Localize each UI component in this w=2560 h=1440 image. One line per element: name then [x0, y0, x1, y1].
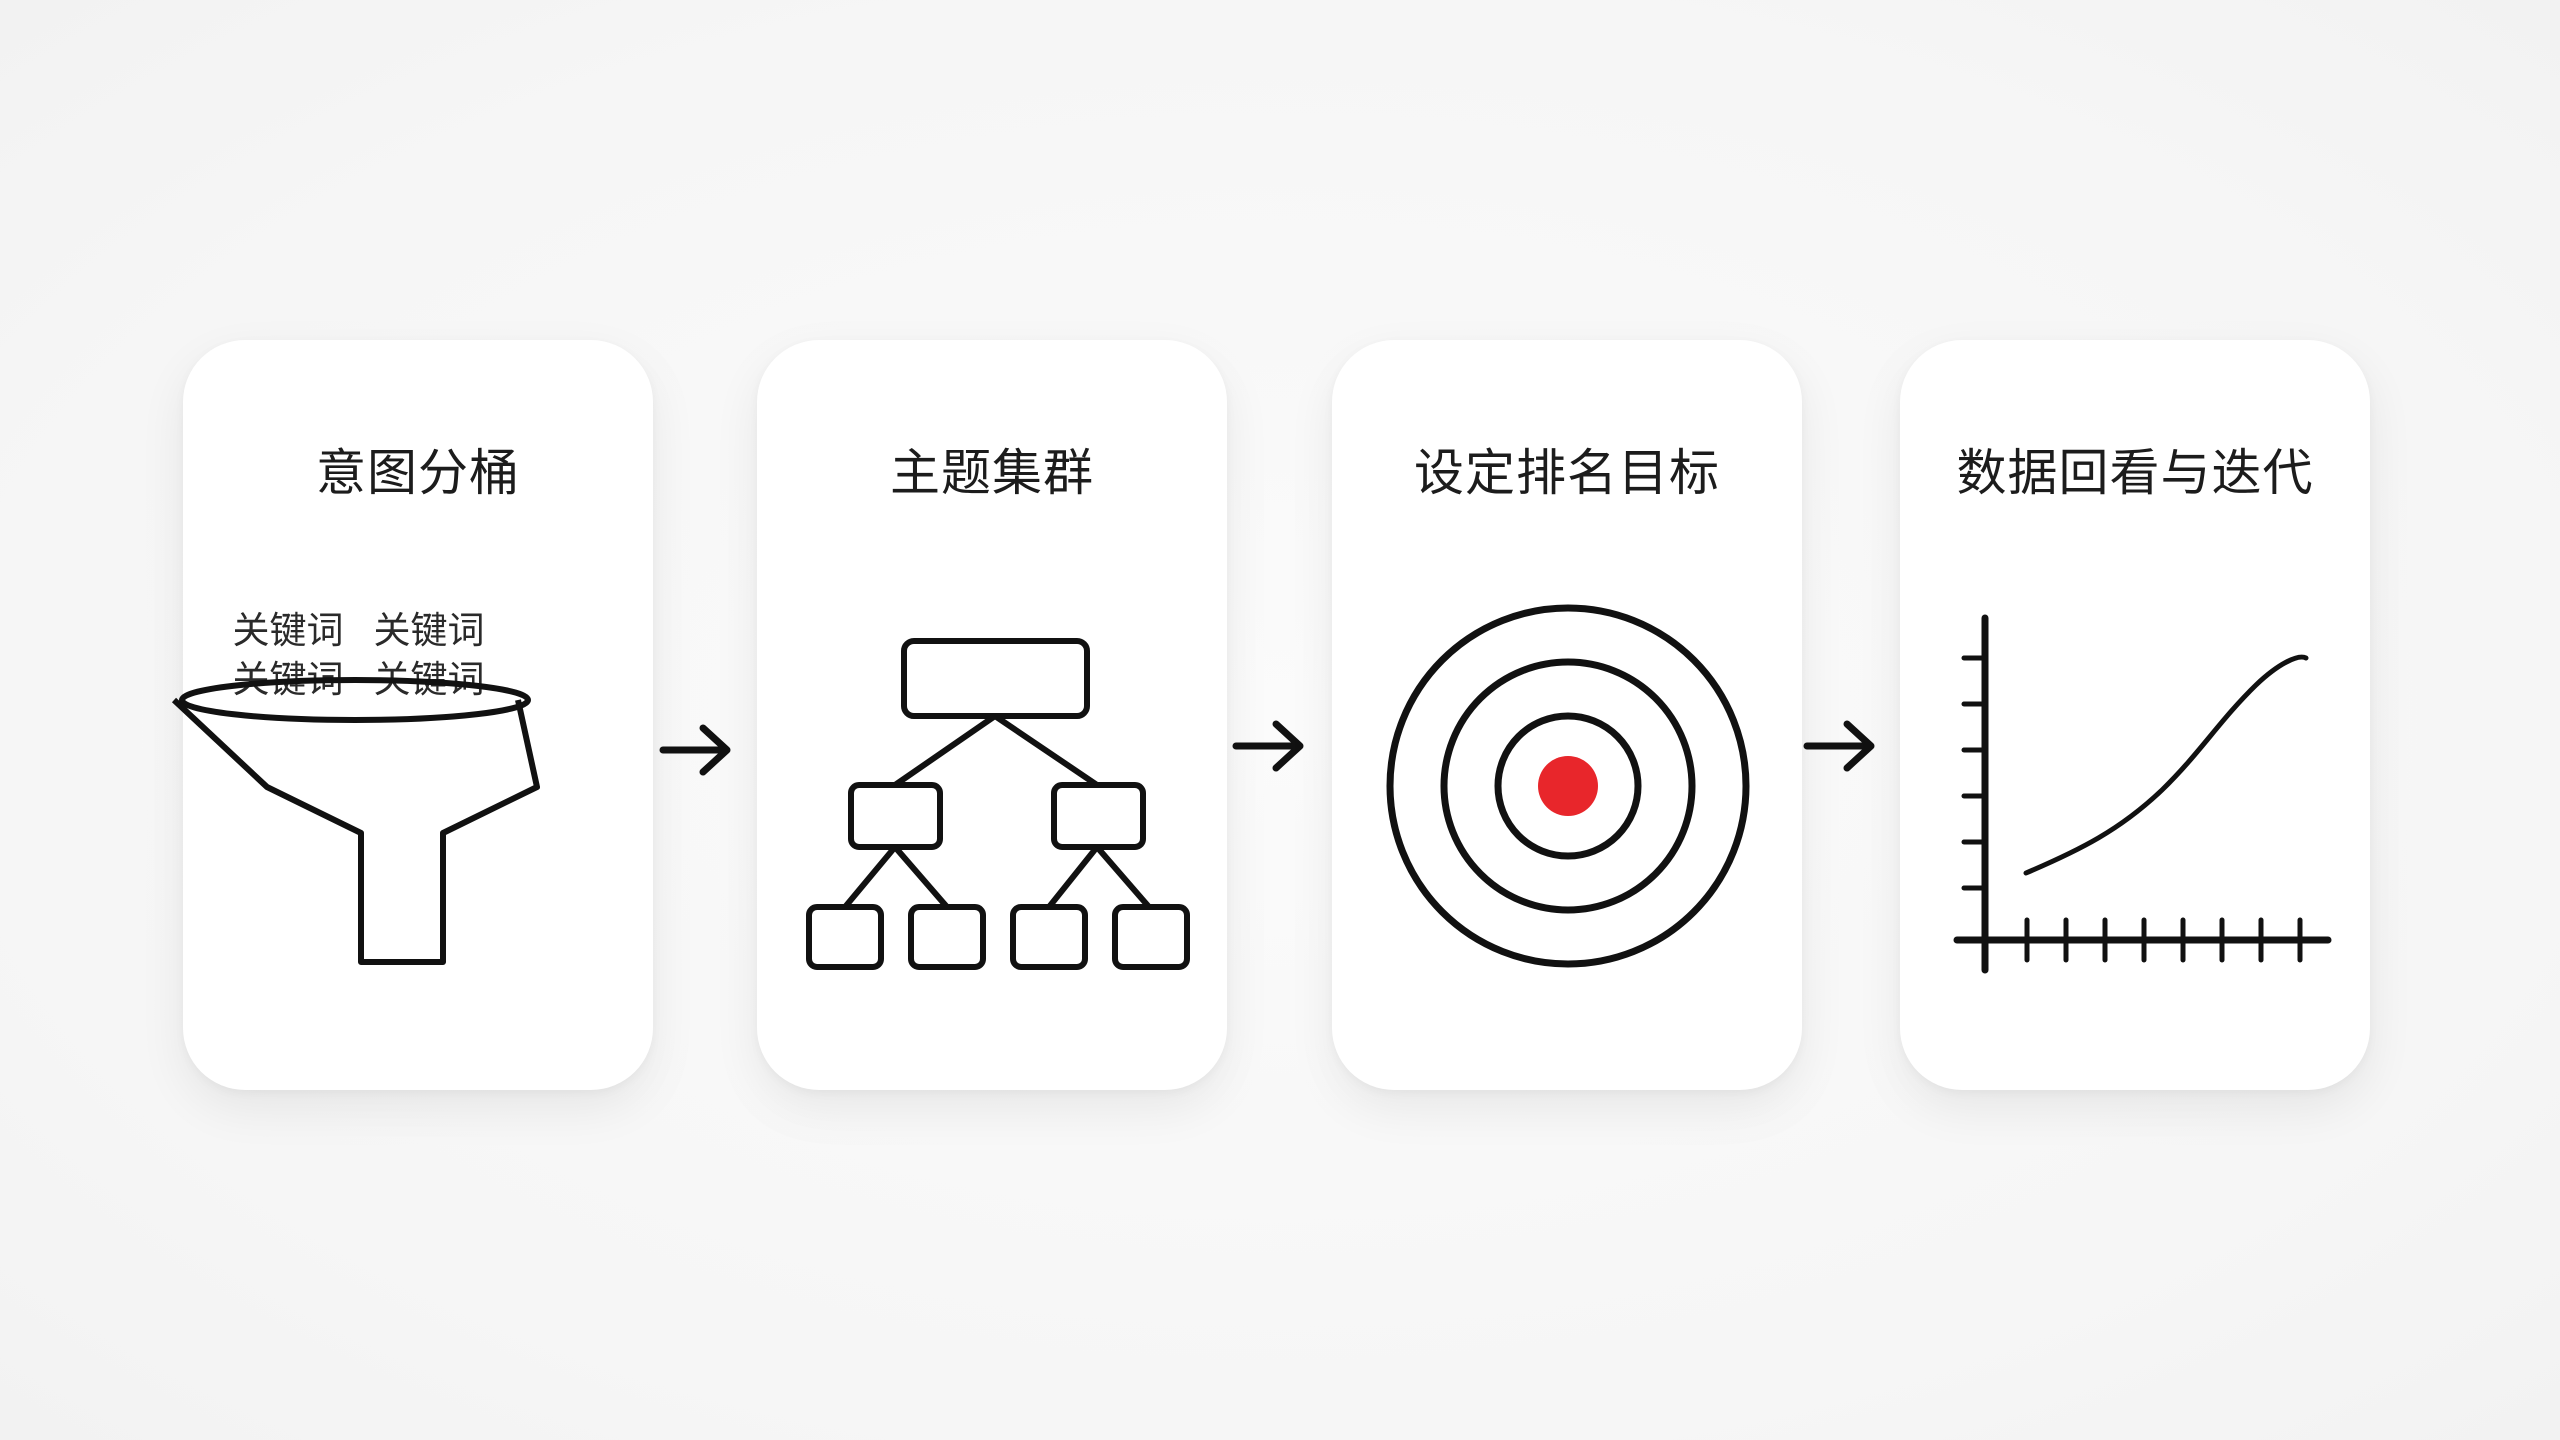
tree-leaf-node: [1010, 904, 1088, 970]
chart-x-ticks: [2024, 917, 2303, 963]
growth-chart-icon: [1953, 614, 2332, 974]
target-outer-ring: [1386, 604, 1750, 968]
arrow-right-icon: [1803, 720, 1875, 772]
funnel-icon: 关键词 关键词 关键词 关键词: [171, 609, 540, 965]
step-card-topic-clusters: 主题集群: [757, 340, 1227, 1090]
tree-leaf-node: [908, 904, 986, 970]
funnel-rim: [179, 677, 531, 723]
arrow-right-icon: [659, 724, 731, 776]
step-card-intent-bucketing: 意图分桶 关键词 关键词 关键词 关键词: [171, 340, 653, 1090]
step-title: 数据回看与迭代: [1956, 444, 2314, 502]
step-card-ranking-goals: 设定排名目标: [1332, 340, 1802, 1090]
tree-root-node: [901, 638, 1090, 719]
target-inner-ring: [1494, 712, 1642, 860]
keyword-label: 关键词: [374, 609, 485, 652]
funnel-body: [171, 697, 540, 965]
tree-mid-node: [848, 782, 943, 850]
growth-curve: [2023, 654, 2309, 876]
step-card-data-review-iteration: 数据回看与迭代: [1900, 340, 2370, 1090]
step-title: 主题集群: [890, 444, 1094, 502]
target-icon: [1386, 604, 1750, 968]
hierarchy-tree-icon: [806, 638, 1190, 970]
tree-mid-node: [1051, 782, 1146, 850]
chart-y-ticks: [1961, 655, 1989, 891]
step-title: 设定排名目标: [1414, 444, 1720, 502]
step-title: 意图分桶: [316, 444, 520, 502]
bullseye-dot: [1538, 756, 1598, 816]
tree-connector: [893, 713, 1099, 788]
target-middle-ring: [1440, 658, 1696, 914]
tree-leaf-node: [806, 904, 884, 970]
keyword-label: 关键词: [233, 609, 344, 652]
arrow-right-icon: [1232, 720, 1304, 772]
tree-connector: [842, 845, 1152, 909]
tree-leaf-node: [1112, 904, 1190, 970]
